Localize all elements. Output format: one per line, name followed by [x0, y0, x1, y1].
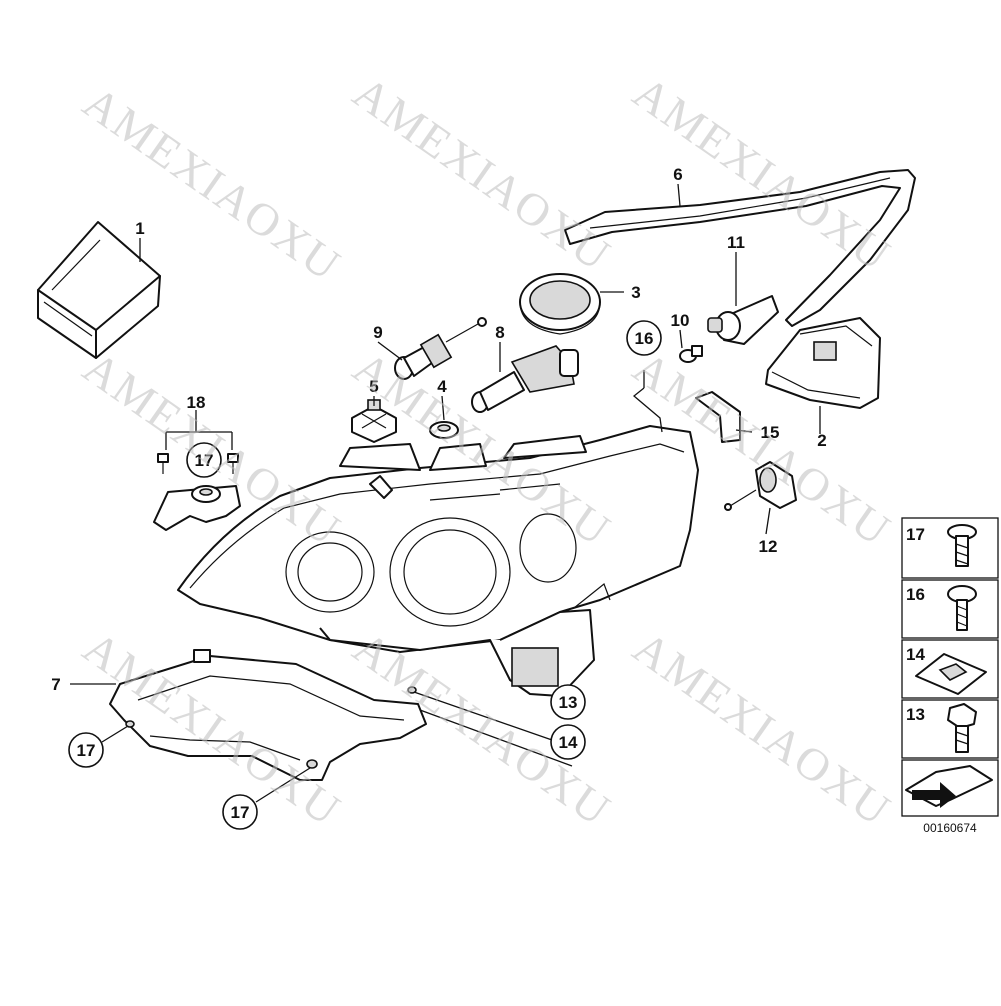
fastener-legend: 17 16 14 13 00160674 — [901, 517, 999, 835]
legend-number: 14 — [906, 645, 925, 664]
svg-text:17: 17 — [77, 741, 96, 760]
part-3-cover-cap — [519, 273, 601, 335]
callout-18: 18 — [187, 393, 206, 412]
callout-17-circle: 17 — [68, 732, 104, 768]
callout-17-circle: 17 — [186, 442, 222, 478]
part-4-ring-nut — [429, 421, 459, 439]
callout-1: 1 — [135, 219, 144, 238]
svg-text:17: 17 — [195, 451, 214, 470]
part-10-small-bulb — [679, 345, 703, 363]
svg-text:14: 14 — [559, 733, 578, 752]
watermark-layer: AMEXIAOXU AMEXIAOXU AMEXIAOXU AMEXIAOXU … — [74, 66, 900, 836]
part-8-headlight-bulb — [471, 345, 579, 413]
part-12-side-socket — [724, 461, 797, 511]
callout-11: 11 — [727, 233, 745, 252]
callout-16-circle: 16 — [626, 320, 662, 356]
callout-4: 4 — [437, 377, 447, 396]
svg-text:17: 17 — [231, 803, 250, 822]
part-7-lower-frame — [109, 649, 427, 781]
callout-9: 9 — [373, 323, 382, 342]
legend-number: 16 — [906, 585, 925, 604]
svg-text:13: 13 — [559, 693, 578, 712]
callout-8: 8 — [495, 323, 504, 342]
callout-6: 6 — [673, 165, 682, 184]
legend-number: 13 — [906, 705, 925, 724]
leader-lines — [70, 183, 821, 803]
callout-labels: 1 6 3 11 10 2 9 8 5 4 15 12 18 7 16 17 1… — [51, 165, 827, 830]
part-2-housing-cover — [765, 317, 881, 409]
direction-arrow-icon — [905, 765, 993, 808]
svg-text:16: 16 — [635, 329, 654, 348]
legend-number: 17 — [906, 525, 925, 544]
watermark-text: AMEXIAOXU — [624, 66, 900, 281]
screw-icon — [227, 453, 239, 474]
hex-flange-bolt-icon — [947, 703, 977, 753]
part-1-control-unit — [37, 221, 161, 359]
headlight-assembly — [177, 425, 699, 697]
callout-2: 2 — [817, 431, 826, 450]
callout-13-circle: 13 — [550, 684, 586, 720]
callout-12: 12 — [759, 537, 778, 556]
callout-5: 5 — [369, 377, 378, 396]
pan-screw-icon — [947, 585, 977, 631]
callout-10: 10 — [671, 311, 690, 330]
part-6-seal-strip — [564, 169, 916, 327]
watermark-text: AMEXIAOXU — [344, 66, 620, 281]
watermark-text: AMEXIAOXU — [624, 621, 900, 836]
clip-nut-icon — [915, 653, 987, 695]
part-15-bracket — [695, 391, 741, 443]
callout-14-circle: 14 — [550, 724, 586, 760]
part-11-bulb-socket — [707, 295, 779, 345]
torx-screw-icon — [947, 524, 977, 567]
callout-17-circle: 17 — [222, 794, 258, 830]
callout-3: 3 — [631, 283, 640, 302]
part-9-headlight-bulb — [394, 317, 487, 380]
screw-icon — [157, 453, 169, 474]
catalog-number: 00160674 — [923, 821, 977, 835]
watermark-text: AMEXIAOXU — [74, 341, 350, 556]
part-18-mounting-bracket — [153, 453, 241, 531]
callout-7: 7 — [51, 675, 60, 694]
callout-15: 15 — [761, 423, 780, 442]
